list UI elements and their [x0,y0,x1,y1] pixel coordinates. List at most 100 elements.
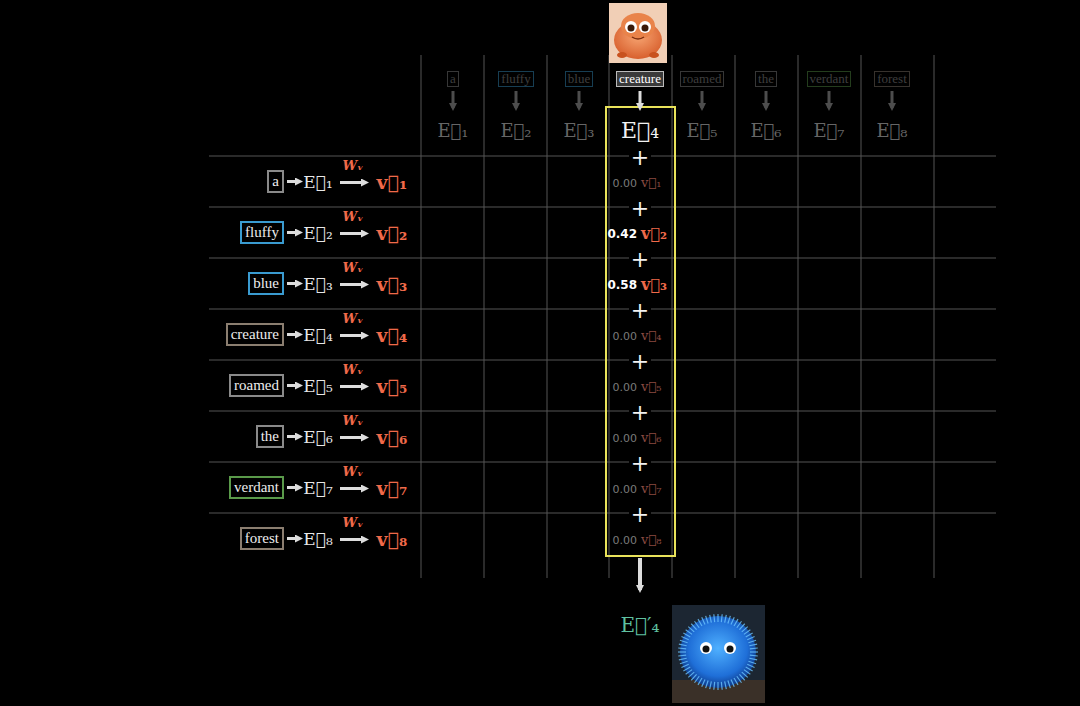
line [737,621,742,627]
line [683,667,690,671]
embedding-label: E⃗₇ [303,479,332,498]
line [287,435,300,438]
token-text: forest [877,71,907,86]
line [744,630,750,635]
embedding-label: E⃗₃ [563,121,594,141]
token-box: forest [240,527,284,550]
line [710,681,712,689]
line [713,614,715,622]
line [701,91,704,108]
token-text: creature [619,71,661,86]
plus-sign: + [629,504,651,526]
token-text: a [450,71,456,86]
plus-sign: + [629,198,651,220]
line [725,615,727,623]
value-vector-label: v⃗₄ [377,325,408,346]
line [578,91,581,108]
token-text: blue [568,71,590,86]
line [739,624,744,630]
line [731,679,734,686]
token-box: creature [616,71,664,87]
line [452,91,455,108]
token-box: verdant [229,476,284,499]
token-text: verdant [234,479,279,495]
token-text: verdant [810,71,849,86]
value-vector-label: v⃗₄ [641,329,661,343]
value-vector-label: v⃗₆ [641,431,661,445]
token-text: creature [231,326,279,342]
value-matrix-label: Wᵥ [343,159,364,173]
line [681,637,688,640]
line [748,640,756,642]
line [747,664,754,667]
line [340,385,366,388]
token-text: roamed [234,377,279,393]
line [287,231,300,234]
line [735,55,736,578]
line [209,207,996,208]
value-vector-label: v⃗₅ [641,380,661,394]
value-vector-label: v⃗₂ [377,223,408,244]
line [798,55,799,578]
line [515,91,518,108]
line [209,309,996,310]
line [287,486,300,489]
plus-sign: + [629,453,651,475]
attention-weight: 0.58 [607,279,637,292]
line [340,334,366,337]
line [678,655,686,657]
line [728,681,730,689]
token-text: fluffy [245,224,279,240]
token-box: forest [874,71,910,87]
line [721,614,723,622]
line [209,513,996,514]
line [747,637,754,640]
value-matrix-label: Wᵥ [343,363,364,377]
line [691,624,696,630]
line [744,670,750,675]
line [209,156,996,157]
embedding-label: E⃗₃ [303,275,332,294]
arrows [287,91,892,540]
line [737,676,742,682]
line [340,181,366,184]
embedding-label: E⃗₄ [303,326,332,345]
line [686,670,692,675]
line [731,617,734,624]
line [287,282,300,285]
line [287,333,300,336]
value-matrix-label: Wᵥ [343,312,364,326]
line [340,436,366,439]
line [746,633,753,637]
value-vector-label: v⃗₈ [377,529,408,550]
line [750,647,758,649]
line [688,672,694,677]
line [287,180,300,183]
embedding-label: E⃗₆ [750,121,781,141]
line [678,651,686,652]
orange-creature-image [609,3,667,63]
value-vector-label: v⃗₂ [641,225,667,243]
embedding-label: E⃗₅ [686,121,717,141]
attention-weight: 0.00 [613,382,638,394]
value-matrix-label: Wᵥ [343,465,364,479]
line [694,621,699,627]
line [686,630,692,635]
attention-weight: 0.42 [607,228,637,241]
token-text: the [261,428,279,444]
line [706,616,708,624]
value-matrix-label: Wᵥ [343,261,364,275]
line [934,55,935,578]
line [721,682,723,690]
line [679,658,687,660]
attention-weight: 0.00 [613,331,638,343]
value-vector-label: v⃗₁ [641,176,661,190]
line [680,640,688,642]
line [340,232,366,235]
line [702,679,705,686]
line [717,682,718,690]
line [750,651,758,652]
token-box: a [267,170,284,193]
line [209,360,996,361]
